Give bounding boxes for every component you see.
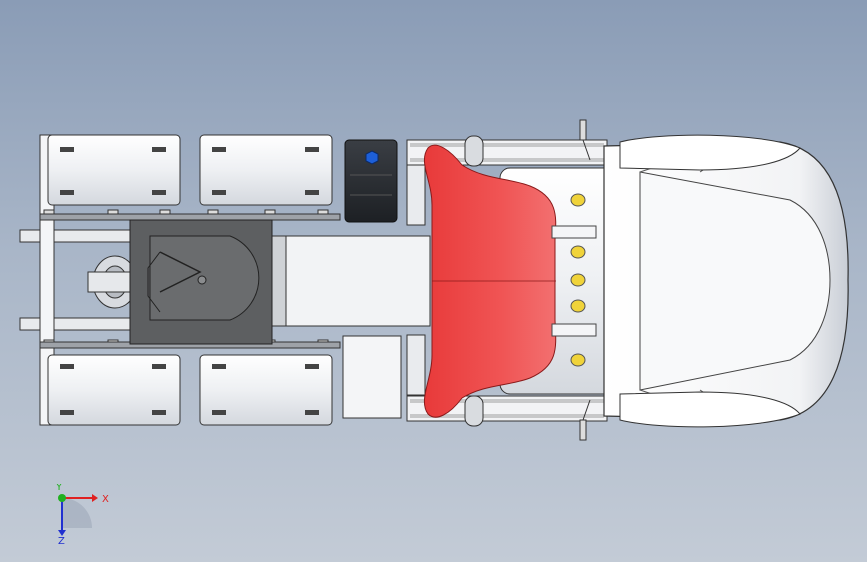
rear-differential (87, 255, 143, 309)
x-axis-label: X (102, 494, 109, 505)
coordinate-triad: X Y Z (55, 484, 109, 544)
roof-marker-lights (551, 193, 597, 367)
front-fenders (619, 134, 801, 428)
side-mirrors (579, 119, 591, 441)
y-axis-label: Y (55, 484, 63, 493)
y-axis-dot (58, 494, 66, 502)
battery-box (342, 335, 402, 419)
z-axis-label: Z (58, 536, 65, 544)
rear-tires (39, 134, 341, 426)
fifth-wheel (129, 219, 273, 345)
hood (603, 141, 849, 421)
fuel-tank (344, 139, 398, 223)
fuel-cap-icon (365, 150, 379, 165)
